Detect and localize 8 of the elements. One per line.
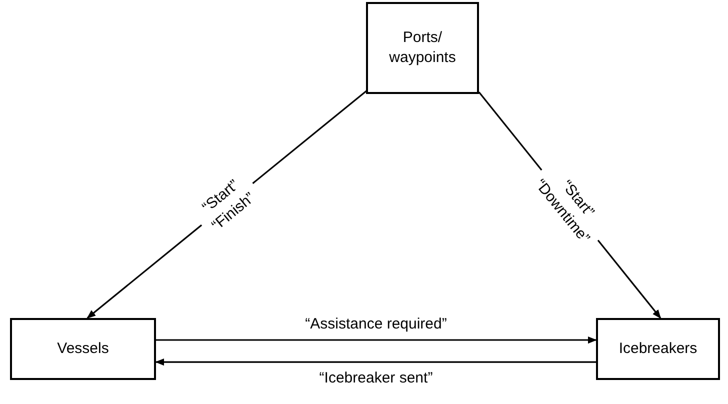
node-label: Vessels <box>57 338 109 359</box>
entity-box <box>366 2 479 94</box>
arrow <box>155 358 596 366</box>
arrow <box>156 336 597 344</box>
entity-box <box>10 318 156 380</box>
node-label: Icebreakers <box>618 338 698 359</box>
entity-box <box>596 318 720 380</box>
node-label: Ports/ waypoints <box>388 28 457 68</box>
